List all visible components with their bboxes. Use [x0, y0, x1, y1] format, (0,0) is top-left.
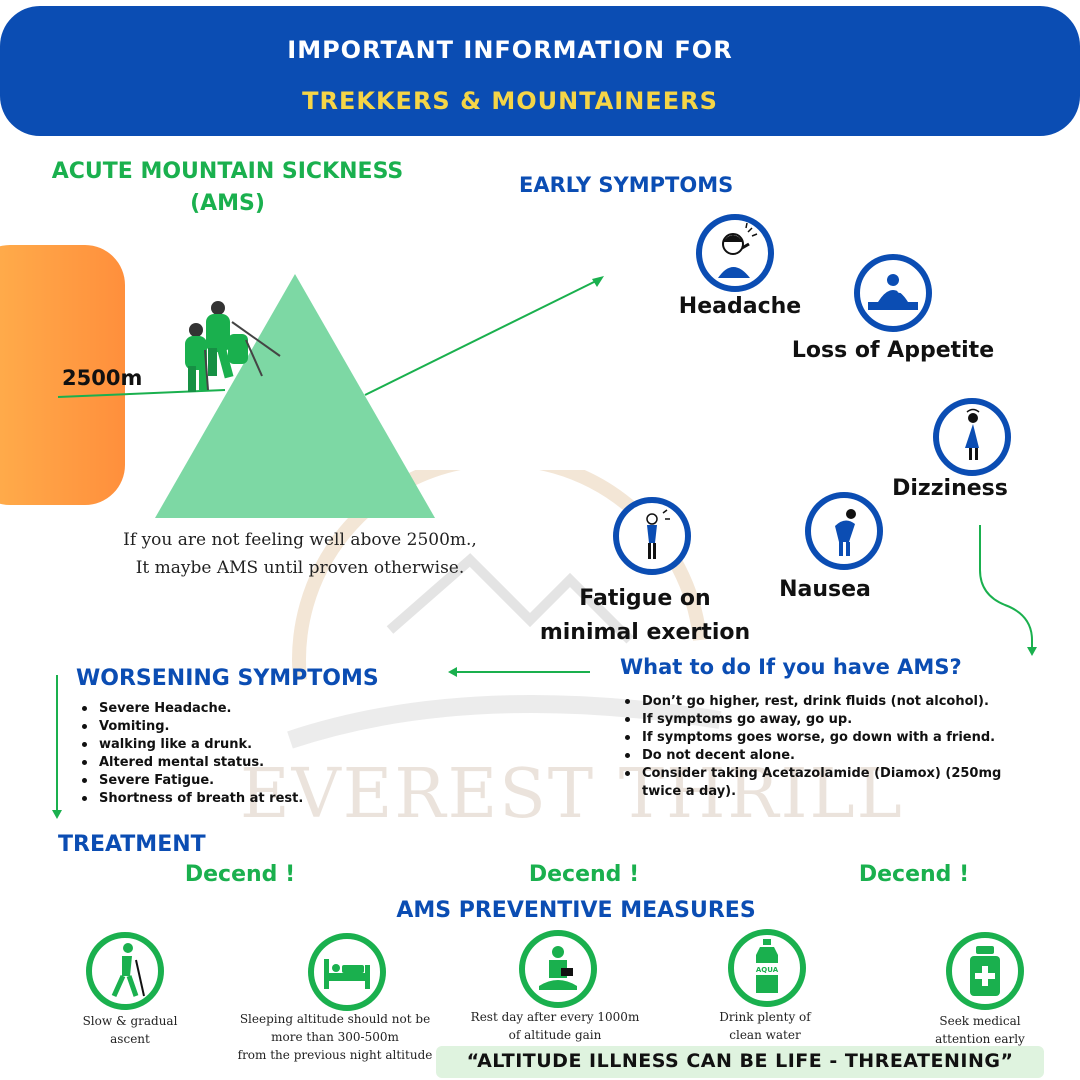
measure-slow-ascent: Slow & gradual ascent	[55, 1012, 205, 1048]
list-item: If symptoms goes worse, go down with a f…	[620, 729, 1020, 747]
measure-text: more than 300-500m	[271, 1030, 399, 1044]
resting-person-icon	[519, 930, 597, 1008]
ams-caption: If you are not feeling well above 2500m.…	[100, 526, 500, 582]
symptom-fatigue-line2: minimal exertion	[539, 620, 751, 645]
treatment-action: Decend !	[184, 862, 296, 887]
what-to-do-title: What to do If you have AMS?	[620, 655, 962, 679]
measure-text: ascent	[110, 1032, 150, 1046]
banner-title-line2: TREKKERS & MOUNTAINEERS	[302, 87, 718, 115]
ams-title-line1: ACUTE MOUNTAIN SICKNESS	[51, 159, 404, 184]
appetite-icon	[854, 254, 932, 332]
list-item: Severe Fatigue.	[77, 772, 397, 790]
symptom-nausea: Nausea	[779, 577, 871, 602]
quote-banner	[436, 1046, 1044, 1078]
headache-icon	[696, 214, 774, 292]
ams-title: ACUTE MOUNTAIN SICKNESS (AMS)	[0, 156, 455, 220]
hiker-icon	[86, 932, 164, 1010]
water-bottle-icon: AQUA	[728, 929, 806, 1007]
early-symptoms-title: EARLY SYMPTOMS	[519, 173, 734, 197]
list-item: Shortness of breath at rest.	[77, 790, 397, 808]
symptom-fatigue-line1: Fatigue on	[579, 586, 711, 611]
mountain-icon	[155, 274, 435, 518]
worsening-title: WORSENING SYMPTOMS	[76, 666, 379, 691]
bed-icon	[308, 933, 386, 1011]
symptom-fatigue: Fatigue on minimal exertion	[520, 582, 770, 650]
treatment-action: Decend !	[528, 862, 640, 887]
measure-text: of altitude gain	[508, 1028, 602, 1042]
warning-quote: “ALTITUDE ILLNESS CAN BE LIFE - THREATEN…	[466, 1050, 1014, 1072]
measure-sleeping-altitude: Sleeping altitude should not be more tha…	[230, 1010, 440, 1064]
dizziness-icon	[933, 398, 1011, 476]
ams-title-line2: (AMS)	[190, 191, 265, 216]
measure-text: attention early	[935, 1032, 1025, 1046]
mountain-diagram	[57, 274, 604, 518]
list-item: Consider taking Acetazolamide (Diamox) (…	[620, 765, 1020, 801]
altitude-line	[57, 389, 226, 398]
altitude-band	[0, 245, 125, 505]
list-item: If symptoms go away, go up.	[620, 711, 1020, 729]
measure-rest-day: Rest day after every 1000m of altitude g…	[460, 1008, 650, 1044]
bottle-label: AQUA	[756, 966, 779, 974]
arrow-to-symptoms	[364, 279, 599, 396]
banner-title-line1: IMPORTANT INFORMATION FOR	[287, 36, 733, 64]
measure-text: Slow & gradual	[82, 1014, 178, 1028]
list-item: walking like a drunk.	[77, 736, 397, 754]
measure-text: clean water	[729, 1028, 801, 1042]
measure-text: Drink plenty of	[719, 1010, 811, 1024]
measure-text: Sleeping altitude should not be	[239, 1012, 431, 1026]
what-to-do-list: Don’t go higher, rest, drink fluids (not…	[620, 693, 1020, 801]
measure-medical-attention: Seek medical attention early	[900, 1012, 1060, 1048]
measure-drink-water: Drink plenty of clean water	[680, 1008, 850, 1044]
measure-text: from the previous night altitude	[237, 1048, 433, 1062]
symptom-loss-of-appetite: Loss of Appetite	[791, 338, 995, 363]
list-item: Altered mental status.	[77, 754, 397, 772]
climbers-icon	[185, 301, 281, 392]
symptom-headache: Headache	[678, 294, 802, 319]
treatment-title: TREATMENT	[58, 832, 206, 857]
watermark-text: EVEREST THRILL	[240, 755, 904, 834]
treatment-action: Decend !	[858, 862, 970, 887]
measure-text: Rest day after every 1000m	[470, 1010, 640, 1024]
ams-caption-line1: If you are not feeling well above 2500m.…	[123, 530, 477, 550]
ams-caption-line2: It maybe AMS until proven otherwise.	[135, 558, 465, 578]
measure-text: Seek medical	[939, 1014, 1021, 1028]
list-item: Do not decent alone.	[620, 747, 1020, 765]
worsening-list: Severe Headache. Vomiting. walking like …	[77, 700, 397, 808]
list-item: Don’t go higher, rest, drink fluids (not…	[620, 693, 1020, 711]
nausea-icon	[805, 492, 883, 570]
preventive-title: AMS PREVENTIVE MEASURES	[396, 898, 756, 923]
list-item: Severe Headache.	[77, 700, 397, 718]
symptom-dizziness: Dizziness	[892, 476, 1008, 501]
header-banner	[0, 6, 1080, 136]
fatigue-icon	[613, 497, 691, 575]
altitude-label: 2500m	[62, 366, 143, 390]
medicine-bottle-icon	[946, 932, 1024, 1010]
list-item: Vomiting.	[77, 718, 397, 736]
